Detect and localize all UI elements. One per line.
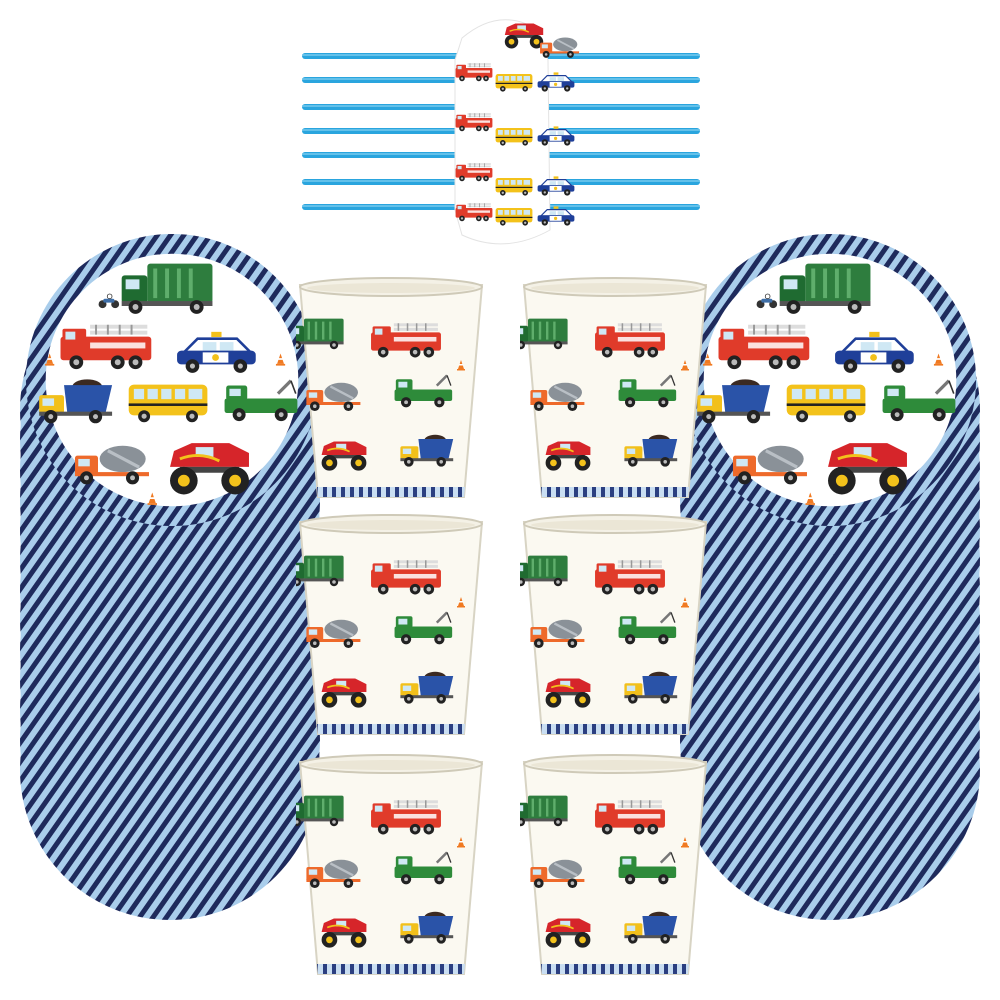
cup-6 — [512, 755, 706, 974]
plate-right-top — [684, 234, 976, 526]
plate-stack-left — [20, 234, 320, 920]
plate-left-top — [26, 234, 318, 526]
straw-tags — [454, 19, 580, 245]
cup-2 — [512, 278, 706, 497]
cup-1 — [288, 278, 482, 497]
plate-stack-right — [680, 234, 980, 920]
cup-4 — [512, 515, 706, 734]
cups — [288, 278, 706, 974]
straws-bundle — [302, 19, 700, 245]
cup-3 — [288, 515, 482, 734]
cup-5 — [288, 755, 482, 974]
